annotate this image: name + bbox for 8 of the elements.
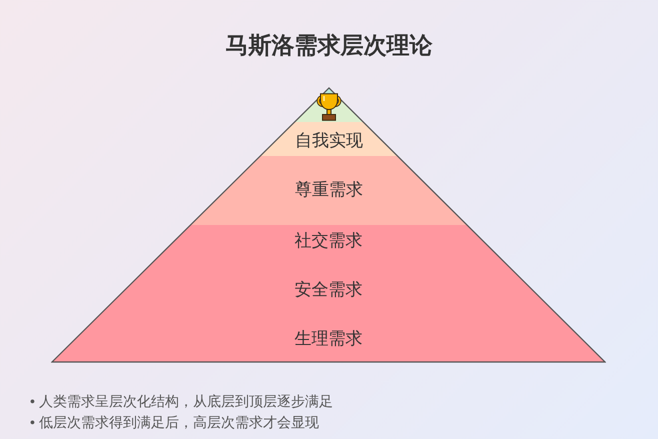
level-label: 尊重需求: [294, 180, 363, 200]
level-label: 社交需求: [294, 231, 363, 251]
title: 马斯洛需求层次理论: [226, 31, 432, 60]
level-label: 生理需求: [294, 329, 362, 349]
bullet-note: • 人类需求呈层次化结构，从底层到顶层逐步满足: [30, 392, 333, 411]
level-label: 自我实现: [294, 131, 363, 151]
level-label: 安全需求: [294, 280, 363, 300]
bullet-note: • 低层次需求得到满足后，高层次需求才会显现: [30, 413, 319, 432]
